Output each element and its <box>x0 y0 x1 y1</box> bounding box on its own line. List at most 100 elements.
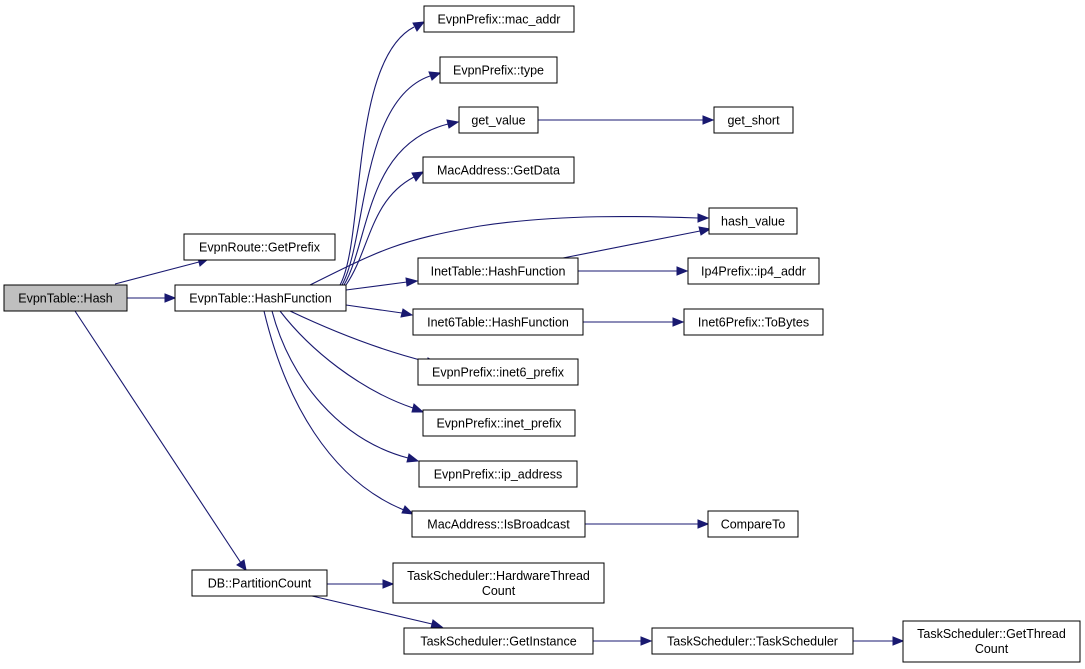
node-ip4prefix-ip4addr[interactable]: Ip4Prefix::ip4_addr <box>687 257 820 285</box>
node-box <box>417 257 579 285</box>
node-box <box>183 233 336 261</box>
edge-arrow <box>892 636 905 646</box>
node-get-value[interactable]: get_value <box>458 106 539 134</box>
edge-arrow <box>400 308 414 318</box>
node-label: get_value <box>471 114 525 128</box>
node-label: EvpnRoute::GetPrefix <box>199 241 321 255</box>
edge-root-getprefix <box>114 261 200 285</box>
node-inet6table-hashfunction[interactable]: Inet6Table::HashFunction <box>412 308 584 336</box>
node-box <box>417 358 579 386</box>
node-label: Ip4Prefix::ip4_addr <box>701 265 806 279</box>
edge-arrow <box>411 171 425 182</box>
node-hash-value[interactable]: hash_value <box>708 207 798 235</box>
edge-hf-type <box>341 75 431 286</box>
edge-hf-inet6hash <box>345 304 403 314</box>
edge-hf-getvalue <box>343 123 449 286</box>
edge-hf-inetprefix <box>279 310 414 409</box>
edge-arrow <box>430 619 444 629</box>
edge-arrow <box>698 226 712 236</box>
node-label: hash_value <box>721 215 785 229</box>
node-box <box>713 106 794 134</box>
node-taskscheduler-taskscheduler[interactable]: TaskScheduler::TaskScheduler <box>651 627 854 655</box>
edge-arrow <box>382 579 395 589</box>
edge-arrow <box>405 277 419 287</box>
node-box <box>191 569 328 597</box>
node-taskscheduler-getthreadcount[interactable]: TaskScheduler::GetThread Count <box>902 620 1081 663</box>
node-label: MacAddress::IsBroadcast <box>427 518 570 532</box>
node-label-line1: TaskScheduler::HardwareThread <box>407 569 590 583</box>
edge-hf-ipaddress <box>271 310 409 459</box>
node-evpnprefix-macaddr[interactable]: EvpnPrefix::mac_addr <box>423 5 575 33</box>
node-compareto[interactable]: CompareTo <box>707 510 799 538</box>
edges <box>74 21 905 646</box>
node-box <box>902 620 1081 663</box>
node-box <box>422 156 575 184</box>
node-box <box>687 257 820 285</box>
node-label: EvpnPrefix::ip_address <box>434 468 563 482</box>
node-box <box>683 308 824 336</box>
node-inet6prefix-tobytes[interactable]: Inet6Prefix::ToBytes <box>683 308 824 336</box>
node-box <box>174 284 347 312</box>
node-taskscheduler-hardwarethreadcount[interactable]: TaskScheduler::HardwareThread Count <box>392 562 605 604</box>
edge-inethash-hashvalue <box>562 230 701 259</box>
edge-arrow <box>446 119 460 129</box>
node-label: DB::PartitionCount <box>208 577 312 591</box>
node-macaddress-getdata[interactable]: MacAddress::GetData <box>422 156 575 184</box>
node-label: EvpnPrefix::inet_prefix <box>436 417 562 431</box>
edge-hf-hashvalue <box>309 215 699 286</box>
edge-arrow <box>672 317 685 327</box>
node-box <box>3 284 128 312</box>
node-box <box>707 510 799 538</box>
node-macaddress-isbroadcast[interactable]: MacAddress::IsBroadcast <box>411 510 586 538</box>
node-label: get_short <box>727 114 780 128</box>
edge-arrow <box>702 115 715 125</box>
node-label: TaskScheduler::TaskScheduler <box>667 635 838 649</box>
node-box <box>423 5 575 33</box>
edge-arrow <box>236 559 247 571</box>
node-label: Inet6Prefix::ToBytes <box>698 316 809 330</box>
node-box <box>418 460 578 488</box>
node-label: InetTable::HashFunction <box>431 265 566 279</box>
node-label: TaskScheduler::GetInstance <box>420 635 576 649</box>
node-label: CompareTo <box>721 518 786 532</box>
node-evpntable-hash[interactable]: EvpnTable::Hash <box>3 284 128 312</box>
node-evpnprefix-inetprefix[interactable]: EvpnPrefix::inet_prefix <box>422 409 576 437</box>
edge-arrow <box>640 636 653 646</box>
node-inettable-hashfunction[interactable]: InetTable::HashFunction <box>417 257 579 285</box>
node-label: EvpnTable::Hash <box>18 292 113 306</box>
edge-arrow <box>676 266 689 276</box>
edge-arrow <box>406 453 420 463</box>
edge-arrow <box>428 71 442 81</box>
node-label: Inet6Table::HashFunction <box>427 316 569 330</box>
node-db-partitioncount[interactable]: DB::PartitionCount <box>191 569 328 597</box>
node-label: EvpnTable::HashFunction <box>189 292 331 306</box>
node-taskscheduler-getinstance[interactable]: TaskScheduler::GetInstance <box>403 627 594 655</box>
edge-pc-getinstance <box>311 595 433 625</box>
nodes: EvpnTable::Hash EvpnRoute::GetPrefix Evp… <box>3 5 1081 663</box>
edge-arrow <box>411 403 425 413</box>
node-label: EvpnPrefix::mac_addr <box>438 13 561 27</box>
node-label-line2: Count <box>482 584 516 598</box>
node-evpnroute-getprefix[interactable]: EvpnRoute::GetPrefix <box>183 233 336 261</box>
edge-arrow <box>697 213 710 223</box>
edge-hf-isbroadcast <box>263 310 405 511</box>
node-label: EvpnPrefix::inet6_prefix <box>432 366 565 380</box>
node-evpnprefix-ipaddress[interactable]: EvpnPrefix::ip_address <box>418 460 578 488</box>
node-evpnprefix-inet6prefix[interactable]: EvpnPrefix::inet6_prefix <box>417 358 579 386</box>
node-label-line2: Count <box>975 642 1009 656</box>
node-get-short[interactable]: get_short <box>713 106 794 134</box>
edge-hf-getdata <box>345 176 415 286</box>
node-evpnprefix-type[interactable]: EvpnPrefix::type <box>439 56 558 84</box>
edge-hf-inethash <box>345 281 408 291</box>
node-box <box>439 56 558 84</box>
edge-hf-inet6prefix <box>289 310 429 363</box>
edge-arrow <box>412 21 426 32</box>
node-box <box>392 562 605 604</box>
node-box <box>411 510 586 538</box>
edge-arrow <box>401 505 415 515</box>
node-evpntable-hashfunction[interactable]: EvpnTable::HashFunction <box>174 284 347 312</box>
node-box <box>458 106 539 134</box>
edge-arrow <box>697 519 710 529</box>
node-box <box>403 627 594 655</box>
